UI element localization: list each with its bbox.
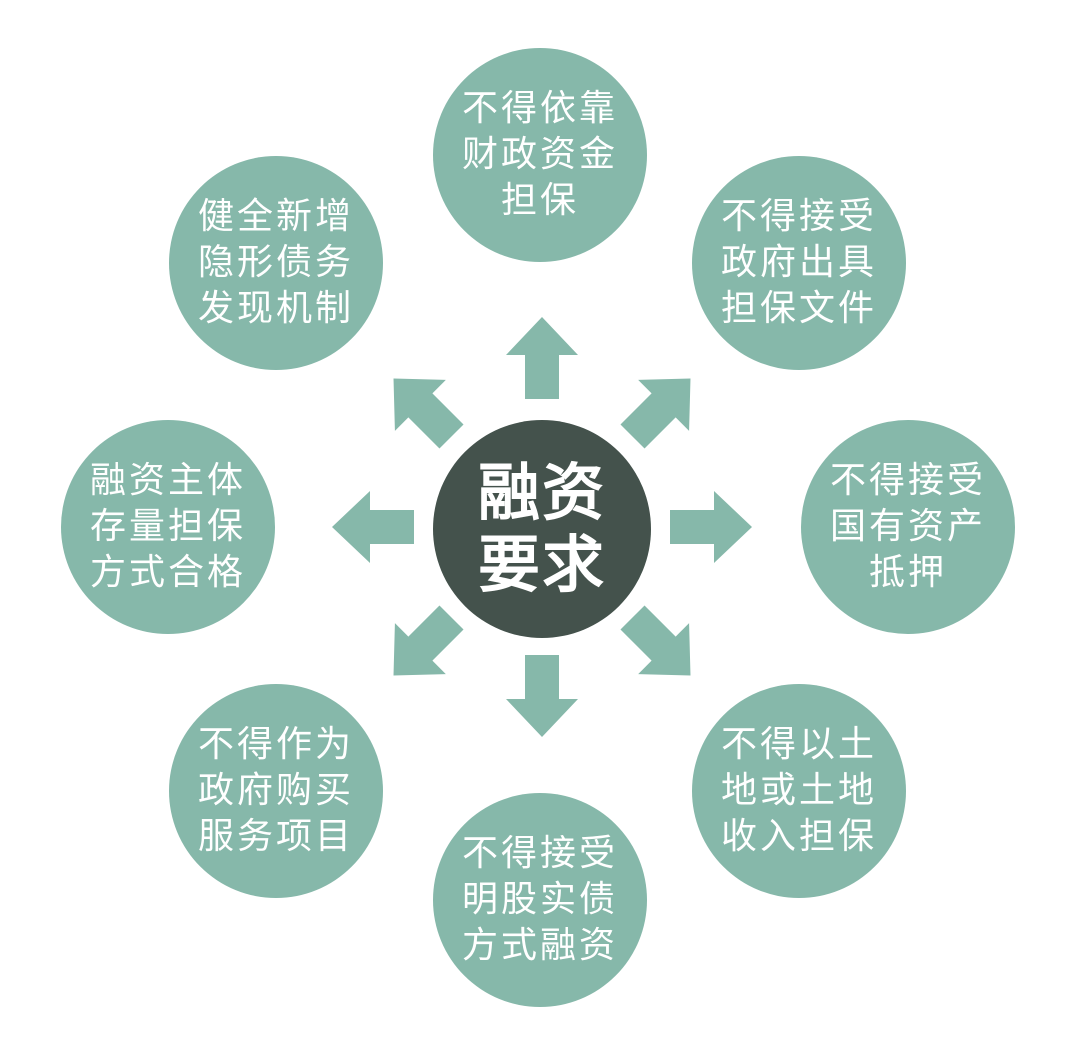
- node-left-line-3: 方式合格: [89, 552, 246, 593]
- node-bottom-left: 不得作为 政府购买 服务项目: [169, 684, 383, 898]
- arrow-top: [506, 317, 578, 399]
- node-top: 不得依靠 财政资金 担保: [433, 48, 647, 262]
- center-line-2: 要求: [477, 528, 606, 601]
- node-right-line-1: 不得接受: [829, 460, 986, 501]
- node-top-line-3: 担保: [500, 180, 579, 221]
- node-bottom-right-line-2: 地或土地: [720, 770, 877, 811]
- node-right: 不得接受 国有资产 抵押: [801, 420, 1015, 634]
- node-bottom-line-1: 不得接受: [461, 833, 618, 874]
- arrow-top-left: [393, 378, 464, 449]
- node-top-right-line-1: 不得接受: [720, 196, 877, 237]
- center-line-1: 融资: [477, 456, 606, 529]
- node-right-line-2: 国有资产: [829, 506, 986, 547]
- node-bottom: 不得接受 明股实债 方式融资: [433, 793, 647, 1007]
- arrow-left: [332, 491, 414, 563]
- arrow-bottom-left: [393, 605, 464, 676]
- node-right-line-3: 抵押: [868, 552, 947, 593]
- node-left-line-1: 融资主体: [89, 460, 246, 501]
- node-bottom-left-line-1: 不得作为: [197, 724, 354, 765]
- arrow-right: [670, 491, 752, 563]
- node-top-line-2: 财政资金: [461, 134, 618, 175]
- node-bottom-left-line-2: 政府购买: [197, 770, 354, 811]
- node-left-line-2: 存量担保: [89, 506, 246, 547]
- node-top-left-line-2: 隐形债务: [197, 242, 354, 283]
- node-top-right: 不得接受 政府出具 担保文件: [692, 156, 906, 370]
- node-bottom-line-2: 明股实债: [461, 879, 618, 920]
- arrow-bottom-right: [620, 605, 691, 676]
- node-bottom-right-line-3: 收入担保: [720, 816, 877, 857]
- node-top-right-line-3: 担保文件: [720, 288, 877, 329]
- node-bottom-right: 不得以土 地或土地 收入担保: [692, 684, 906, 898]
- node-bottom-left-line-3: 服务项目: [197, 816, 354, 857]
- node-bottom-right-line-1: 不得以土: [720, 724, 877, 765]
- node-top-left: 健全新增 隐形债务 发现机制: [169, 156, 383, 370]
- node-top-right-line-2: 政府出具: [720, 242, 877, 283]
- arrow-top-right: [620, 378, 691, 449]
- node-top-left-line-3: 发现机制: [197, 288, 354, 329]
- node-bottom-line-3: 方式融资: [461, 925, 618, 966]
- node-left: 融资主体 存量担保 方式合格: [61, 420, 275, 634]
- arrow-bottom: [506, 655, 578, 737]
- center-hub: 融资 要求: [433, 420, 651, 638]
- node-top-left-line-1: 健全新增: [197, 196, 354, 237]
- node-top-line-1: 不得依靠: [461, 88, 618, 129]
